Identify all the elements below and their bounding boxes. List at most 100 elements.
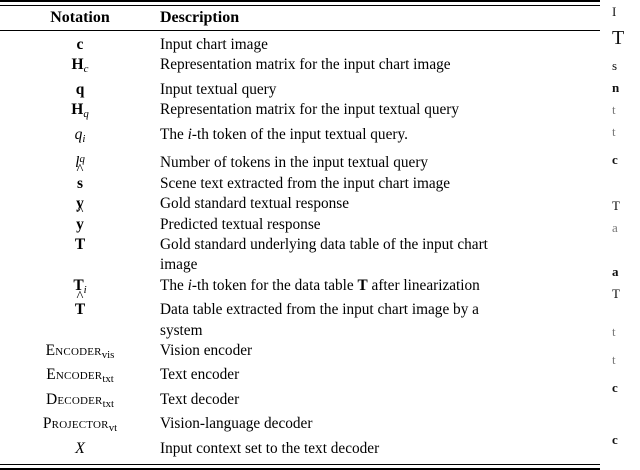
table-row: Encodervis Vision encoder (0, 341, 600, 365)
symbol-superscript-q: q (79, 153, 85, 166)
symbol-glyph-decoder: Decoder (45, 390, 103, 408)
table-bottom-rule (0, 459, 600, 470)
notation-symbol-q-i: qi (0, 125, 160, 149)
desc-text-suffix: -th token of the input textual query. (191, 125, 408, 143)
notation-symbol-T: T (0, 235, 160, 255)
description-q-i: The i-th token of the input textual quer… (160, 125, 600, 149)
table-row: Ti The i-th token for the data table T a… (0, 276, 600, 300)
table-top-rule (0, 0, 600, 6)
notation-empty (0, 255, 160, 275)
symbol-subscript-i: i (83, 283, 87, 296)
symbol-subscript-vt: vt (108, 422, 118, 435)
midrule (0, 30, 600, 31)
table-row: ^T Data table extracted from the input c… (0, 290, 600, 320)
table-row: Encodertxt Text encoder (0, 365, 600, 389)
notation-symbol-h-c: Hc (0, 55, 160, 79)
notation-symbol-T-hat: ^T (0, 290, 160, 320)
table-row: Hq Representation matrix for the input t… (0, 100, 600, 124)
neighbour-line: t (612, 124, 616, 139)
description-T-hat-line1: Data table extracted from the input char… (160, 301, 479, 319)
notation-symbol-y: y (0, 194, 160, 214)
symbol-subscript-q: q (83, 108, 89, 121)
symbol-glyph-H: H (71, 101, 84, 119)
desc-text-suffix: after linearization (367, 276, 480, 294)
notation-symbol-projector-vt: Projectorvt (0, 414, 160, 438)
desc-text-prefix: The (160, 125, 188, 143)
description-T-hat-line2: system (160, 321, 203, 339)
neighbour-line: t (612, 102, 616, 117)
header-rule-cell (0, 30, 600, 35)
neighbour-line: n (612, 80, 620, 95)
symbol-glyph-encoder: Encoder (46, 366, 103, 384)
top-rule-thick (0, 0, 600, 2)
table-row: c Input chart image (0, 35, 600, 55)
column-header-description: Description (160, 9, 240, 26)
symbol-glyph-q: q (74, 125, 83, 143)
symbol-subscript-c: c (83, 63, 89, 76)
symbol-glyph-T: T (74, 301, 86, 319)
description-projector-vt: Vision-language decoder (160, 415, 313, 433)
table-row: Projectorvt Vision-language decoder (0, 414, 600, 438)
description-encoder-txt: Text encoder (160, 366, 240, 384)
table-row: Hc Representation matrix for the input c… (0, 55, 600, 79)
symbol-glyph-y: y (76, 215, 84, 233)
neighbour-line: a (612, 220, 618, 235)
header-rule-row (0, 30, 600, 35)
description-y-hat: Predicted textual response (160, 215, 321, 233)
bottom-rule-thin (0, 464, 600, 466)
neighbour-line: T (612, 198, 620, 213)
notation-symbol-encoder-vis: Encodervis (0, 341, 160, 365)
desc-text-prefix: The (160, 276, 188, 294)
symbol-glyph-projector: Projector (42, 415, 109, 433)
description-T-line2: image (160, 256, 198, 274)
symbol-glyph-c: c (76, 36, 84, 53)
desc-italic-i: i (187, 276, 192, 294)
hat-wrapper: ^T (74, 290, 86, 320)
column-header-notation: Notation (50, 9, 110, 26)
notation-symbol-c: c (0, 35, 160, 55)
desc-bold-T: T (357, 276, 368, 294)
description-encoder-vis: Vision encoder (160, 342, 253, 360)
notation-symbol-s-hat: ^s (0, 163, 160, 194)
symbol-subscript-vis: vis (101, 349, 115, 362)
neighbour-line: I (612, 4, 617, 19)
symbol-glyph-T: T (74, 235, 86, 253)
notation-symbol-decoder-txt: Decodertxt (0, 390, 160, 414)
description-decoder-txt: Text decoder (160, 390, 240, 408)
description-q: Input textual query (160, 80, 277, 98)
description-h-q: Representation matrix for the input text… (160, 101, 460, 119)
description-y: Gold standard textual response (160, 195, 350, 213)
hat-wrapper: ^s (77, 163, 84, 194)
symbol-glyph-l: l (75, 154, 80, 172)
description-s-hat: Scene text extracted from the input char… (160, 174, 451, 192)
neighbour-line: t (612, 324, 616, 339)
table-row: q Input textual query (0, 80, 600, 100)
symbol-subscript-txt: txt (102, 373, 114, 386)
symbol-glyph-encoder: Encoder (45, 342, 102, 360)
table-row: y Gold standard textual response (0, 194, 600, 214)
symbol-subscript-i: i (82, 132, 86, 145)
neighbour-line: c (612, 380, 618, 395)
description-T-line1: Gold standard underlying data table of t… (160, 235, 488, 253)
notation-table-block: Notation Description c Input chart image (0, 0, 600, 470)
notation-symbol-l-q: lq (0, 149, 160, 174)
bottom-rule-thick (0, 468, 600, 470)
description-c: Input chart image (160, 36, 268, 53)
symbol-glyph-T: T (73, 276, 84, 294)
symbol-glyph-H: H (71, 56, 84, 74)
table-header-row: Notation Description (0, 6, 600, 30)
neighbour-line: s (612, 58, 618, 73)
hat-accent-icon: ^ (76, 162, 84, 179)
neighbour-line: T (612, 286, 620, 301)
table-row: qi The i-th token of the input textual q… (0, 125, 600, 149)
table-row: ^s Scene text extracted from the input c… (0, 163, 600, 194)
table-row-continuation: system (0, 321, 600, 341)
neighbour-line: t (612, 352, 616, 367)
description-l-q: Number of tokens in the input textual qu… (160, 154, 429, 172)
notation-symbol-encoder-txt: Encodertxt (0, 365, 160, 389)
table-row: lq Number of tokens in the input textual… (0, 149, 600, 174)
hat-wrapper: ^y (76, 204, 84, 235)
hat-accent-icon: ^ (76, 203, 84, 220)
notation-symbol-h-q: Hq (0, 100, 160, 124)
